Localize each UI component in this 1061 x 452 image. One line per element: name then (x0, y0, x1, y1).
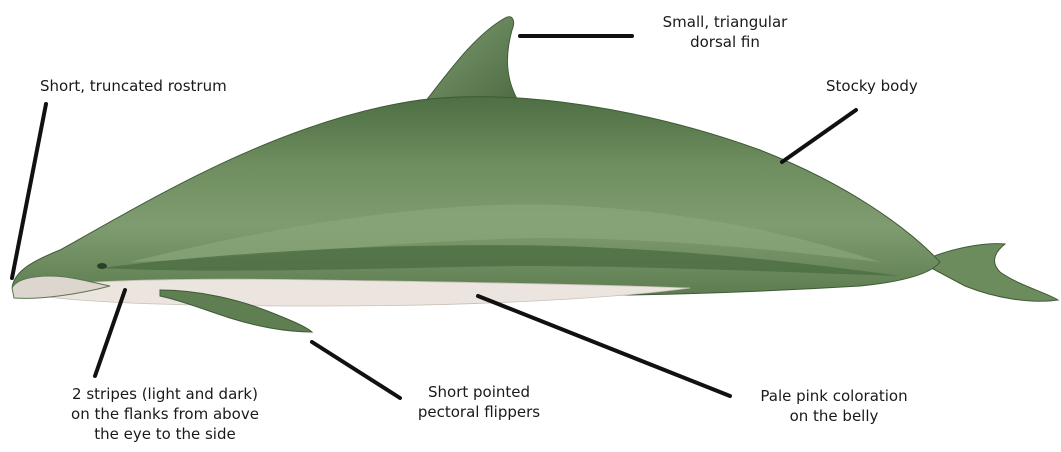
label-body-line-1: Stocky body (826, 76, 918, 96)
label-stripes-line-1: 2 stripes (light and dark) (30, 384, 300, 404)
leader-line-belly (478, 296, 730, 396)
tail-fluke (920, 244, 1058, 302)
leader-line-body (782, 110, 856, 162)
label-dorsal-fin-line-2: dorsal fin (640, 32, 810, 52)
label-flippers-line-1: Short pointed (404, 382, 554, 402)
label-belly: Pale pink coloration on the belly (734, 386, 934, 426)
leader-line-flippers (312, 342, 400, 398)
leader-line-stripes (95, 290, 125, 376)
label-belly-line-2: on the belly (734, 406, 934, 426)
dorsal-fin (425, 17, 520, 104)
label-rostrum-line-1: Short, truncated rostrum (40, 76, 227, 96)
leader-line-rostrum (12, 104, 46, 278)
label-body: Stocky body (826, 76, 918, 96)
label-dorsal-fin: Small, triangular dorsal fin (640, 12, 810, 52)
eye (97, 263, 107, 269)
label-rostrum: Short, truncated rostrum (40, 76, 227, 96)
label-stripes: 2 stripes (light and dark) on the flanks… (30, 384, 300, 444)
label-stripes-line-3: the eye to the side (30, 424, 300, 444)
label-belly-line-1: Pale pink coloration (734, 386, 934, 406)
label-stripes-line-2: on the flanks from above (30, 404, 300, 424)
label-flippers: Short pointed pectoral flippers (404, 382, 554, 422)
label-dorsal-fin-line-1: Small, triangular (640, 12, 810, 32)
label-flippers-line-2: pectoral flippers (404, 402, 554, 422)
